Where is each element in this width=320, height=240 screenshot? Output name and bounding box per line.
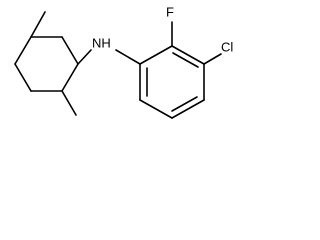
bond-ring2-c1-c2 (139, 45, 173, 65)
molecule-structure-diagram: NH F Cl (14, 4, 233, 119)
cyclohexane-ring (14, 36, 79, 92)
fluorine-label: F (166, 4, 174, 19)
bond-ring2-double-top (172, 52, 199, 68)
bond-ring2-c4-c5 (171, 99, 205, 119)
bond-ring2-c2-c3 (171, 45, 205, 65)
benzene-ring (139, 45, 205, 119)
bond-methyl-bottom (61, 90, 77, 116)
bond-ring1-to-n (77, 49, 92, 65)
bond-ring1-c4-c5 (14, 36, 32, 65)
bond-ring1-c1-c2 (61, 63, 79, 92)
bond-to-chlorine (203, 53, 222, 65)
bond-ring1-c6-c1 (61, 36, 79, 65)
bond-methyl-top (30, 11, 46, 38)
nitrogen-label: NH (92, 35, 111, 50)
chlorine-label: Cl (221, 39, 233, 54)
bond-ring2-c5-c6 (139, 99, 173, 119)
bond-ring2-double-bottom (171, 96, 198, 112)
bond-n-to-ring2 (115, 49, 141, 65)
bond-ring1-c3-c4 (14, 63, 32, 92)
